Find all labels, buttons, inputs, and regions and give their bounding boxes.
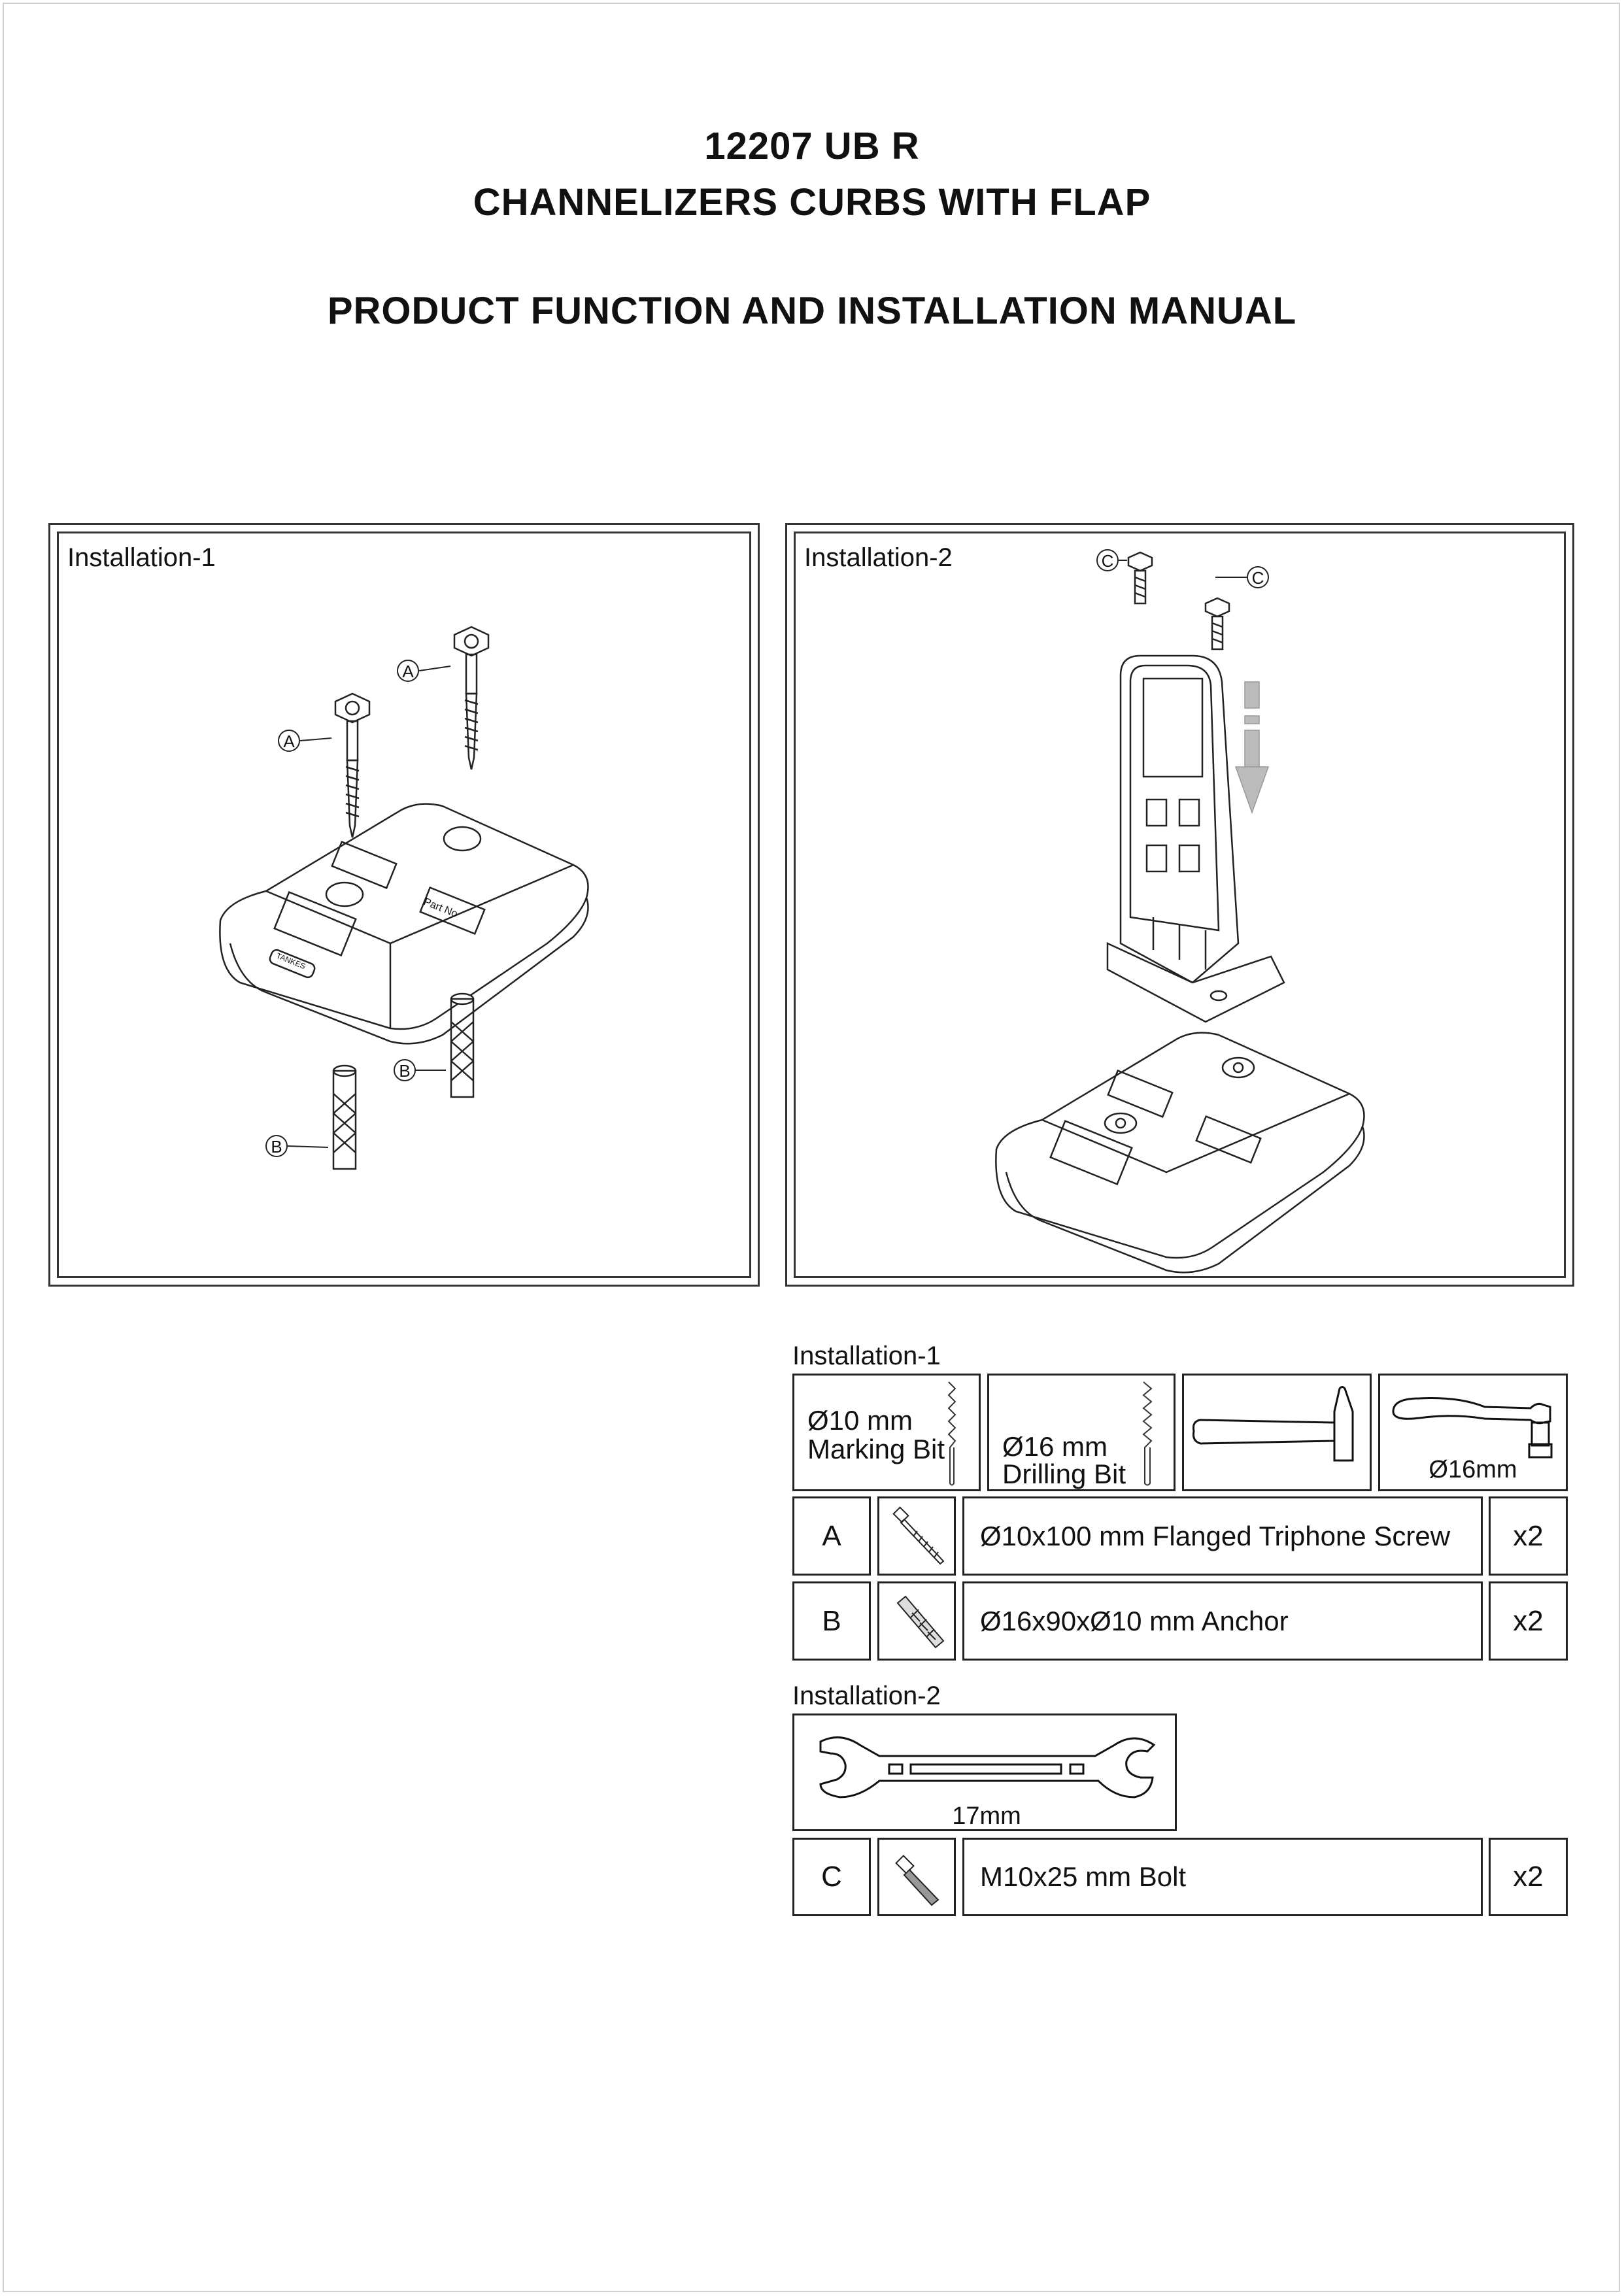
product-name: CHANNELIZERS CURBS WITH FLAP bbox=[473, 181, 1151, 224]
manual-title: PRODUCT FUNCTION AND INSTALLATION MANUAL bbox=[327, 290, 1297, 332]
curb-base-illustration bbox=[995, 1032, 1365, 1274]
tool-size: Ø16mm bbox=[1429, 1456, 1517, 1483]
screw-icon bbox=[334, 692, 371, 838]
page-border bbox=[3, 3, 1620, 2292]
part-quantity: x2 bbox=[1489, 1838, 1568, 1916]
part-letter: B bbox=[792, 1581, 871, 1661]
callout-c: C C bbox=[1096, 549, 1269, 588]
wrench-tool: 17mm bbox=[792, 1714, 1177, 1831]
down-arrow-icon bbox=[1234, 681, 1270, 815]
screw-icon bbox=[892, 1506, 945, 1565]
part-quantity: x2 bbox=[1489, 1581, 1568, 1661]
panel-label: Installation-2 bbox=[804, 543, 953, 572]
hammer-icon bbox=[1193, 1386, 1354, 1462]
flap-post-illustration bbox=[1106, 654, 1285, 1023]
anchor-icon bbox=[450, 992, 475, 1098]
part-thumbnail bbox=[877, 1838, 956, 1916]
svg-text:B: B bbox=[271, 1137, 282, 1156]
callout-a: A A bbox=[278, 660, 451, 752]
tool-size: Ø16 mm bbox=[1002, 1431, 1108, 1462]
bolt-icon bbox=[1127, 551, 1230, 650]
part-quantity: x2 bbox=[1489, 1496, 1568, 1576]
callout-b: B B bbox=[265, 1059, 446, 1157]
tool-size: Ø10 mm bbox=[807, 1405, 913, 1436]
ratchet-tool: Ø16mm bbox=[1378, 1374, 1568, 1491]
ratchet-wrench-icon bbox=[1392, 1397, 1553, 1459]
tool-name: Drilling Bit bbox=[1002, 1459, 1126, 1489]
section-label: Installation-2 bbox=[792, 1681, 941, 1710]
bolt-icon bbox=[895, 1855, 939, 1906]
part-description: M10x25 mm Bolt bbox=[962, 1838, 1483, 1916]
part-description: Ø10x100 mm Flanged Triphone Screw bbox=[962, 1496, 1483, 1576]
curb-base-illustration: Part No TANKES bbox=[219, 803, 589, 1045]
tool-size: 17mm bbox=[952, 1802, 1021, 1830]
marking-bit-tool: Ø10 mm Marking Bit bbox=[792, 1374, 981, 1491]
anchor-icon bbox=[896, 1595, 945, 1649]
svg-text:A: A bbox=[283, 732, 295, 751]
tool-name: Marking Bit bbox=[807, 1434, 945, 1464]
open-end-wrench-icon bbox=[819, 1736, 1156, 1798]
installation-1-panel: Installation-1 A A bbox=[48, 523, 760, 1287]
drill-bit-icon bbox=[1142, 1381, 1153, 1486]
svg-text:C: C bbox=[1102, 551, 1114, 571]
part-letter: C bbox=[792, 1838, 871, 1916]
svg-text:B: B bbox=[399, 1061, 410, 1081]
screw-icon bbox=[453, 626, 490, 770]
svg-text:A: A bbox=[402, 662, 414, 681]
installation-2-panel: Installation-2 C C bbox=[785, 523, 1574, 1287]
anchor-icon bbox=[332, 1064, 357, 1170]
part-thumbnail bbox=[877, 1496, 956, 1576]
part-description: Ø16x90xØ10 mm Anchor bbox=[962, 1581, 1483, 1661]
drilling-bit-tool: Ø16 mm Drilling Bit bbox=[987, 1374, 1176, 1491]
part-letter: A bbox=[792, 1496, 871, 1576]
model-number: 12207 UB R bbox=[704, 125, 920, 167]
hammer-tool bbox=[1182, 1374, 1372, 1491]
part-thumbnail bbox=[877, 1581, 956, 1661]
drill-bit-icon bbox=[947, 1381, 956, 1486]
panel-label: Installation-1 bbox=[67, 543, 216, 572]
section-label: Installation-1 bbox=[792, 1342, 941, 1370]
svg-text:C: C bbox=[1252, 568, 1264, 588]
